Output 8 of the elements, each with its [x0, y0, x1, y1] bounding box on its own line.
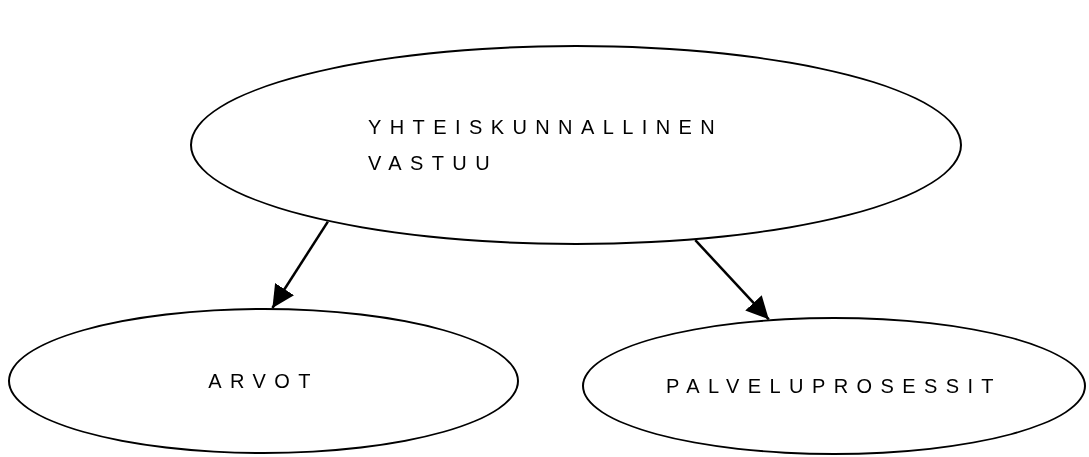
- arrow: [694, 239, 770, 321]
- ellipse-node: [8, 308, 519, 454]
- ellipse-node: [190, 45, 962, 245]
- node-label: PALVELUPROSESSIT: [666, 374, 1002, 399]
- arrow: [271, 220, 329, 309]
- node-label: YHTEISKUNNALLINEN VASTUU: [368, 115, 725, 176]
- ellipse-node: [582, 317, 1086, 455]
- node-label: ARVOT: [208, 369, 319, 394]
